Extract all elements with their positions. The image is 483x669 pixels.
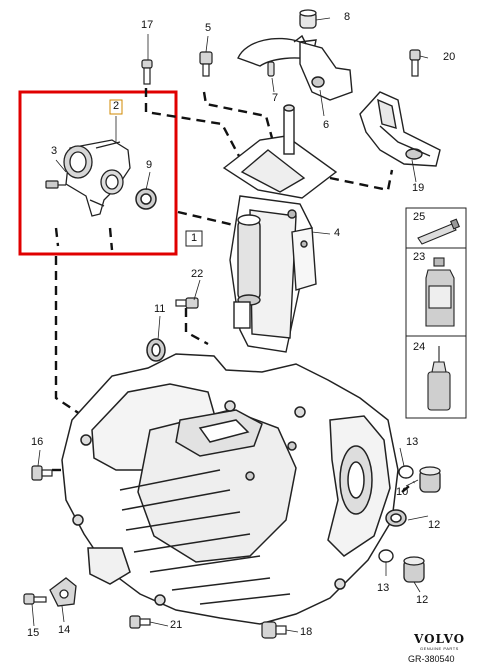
callout-16: 16 (31, 436, 44, 448)
callout-23: 23 (413, 251, 426, 263)
bolt (141, 59, 153, 85)
callout-4: 4 (334, 227, 341, 239)
bolt (409, 49, 421, 77)
callout-2: 2 (113, 100, 120, 112)
callout-11: 11 (154, 303, 166, 315)
callout-21: 21 (170, 619, 183, 631)
reference-box (185, 230, 203, 247)
bleed-screw (45, 180, 66, 189)
callout-8: 8 (344, 11, 351, 23)
bolt (175, 297, 199, 309)
highlight-box (18, 90, 178, 256)
callout-24: 24 (413, 341, 426, 353)
callout-12-lower: 12 (416, 594, 429, 606)
callout-14: 14 (58, 624, 71, 636)
callout-25: 25 (413, 211, 426, 223)
plug (299, 9, 317, 29)
callout-15: 15 (27, 627, 40, 639)
bracket (359, 91, 441, 167)
bolt (199, 51, 213, 77)
oil-seal (385, 509, 407, 527)
callout-6: 6 (323, 119, 330, 131)
callout-13-upper: 13 (406, 436, 419, 448)
filler-plug (403, 556, 425, 583)
bolt (23, 593, 47, 605)
callout-20: 20 (443, 51, 456, 63)
callout-10: 10 (396, 486, 409, 498)
pin (267, 61, 275, 77)
sensor (49, 577, 77, 607)
bolt (31, 465, 53, 481)
diagram-reference: GR-380540 (408, 654, 455, 664)
callout-17: 17 (141, 19, 154, 31)
callout-19: 19 (412, 182, 425, 194)
drain-plug (419, 466, 441, 493)
shift-fork (237, 34, 353, 101)
oil-bottle (425, 257, 455, 327)
bolt (261, 621, 287, 639)
brand-logo-text: VOLVO (414, 632, 466, 646)
callout-1: 1 (191, 232, 198, 244)
leader-lines (31, 17, 429, 633)
release-bearing (63, 139, 131, 217)
callout-7: 7 (272, 92, 279, 104)
callout-9: 9 (146, 159, 153, 171)
o-ring (398, 465, 414, 479)
o-ring (378, 549, 394, 563)
seal-ring (135, 188, 157, 210)
grease-tube (417, 218, 460, 245)
callout-2-box (109, 99, 123, 115)
callout-5: 5 (205, 22, 212, 34)
shift-mechanism (222, 104, 338, 353)
brand-tagline: GENUINE PARTS (420, 646, 459, 651)
callout-18: 18 (300, 626, 313, 638)
callout-22: 22 (191, 268, 204, 280)
callout-3: 3 (51, 145, 58, 157)
callout-12-upper: 12 (428, 519, 441, 531)
assembly-dashed-lines (52, 55, 415, 493)
sealant-bottle (427, 346, 451, 411)
bolt (129, 615, 151, 629)
oil-seal (146, 338, 166, 362)
gearbox-housing (61, 353, 399, 625)
callout-13-lower: 13 (377, 582, 390, 594)
